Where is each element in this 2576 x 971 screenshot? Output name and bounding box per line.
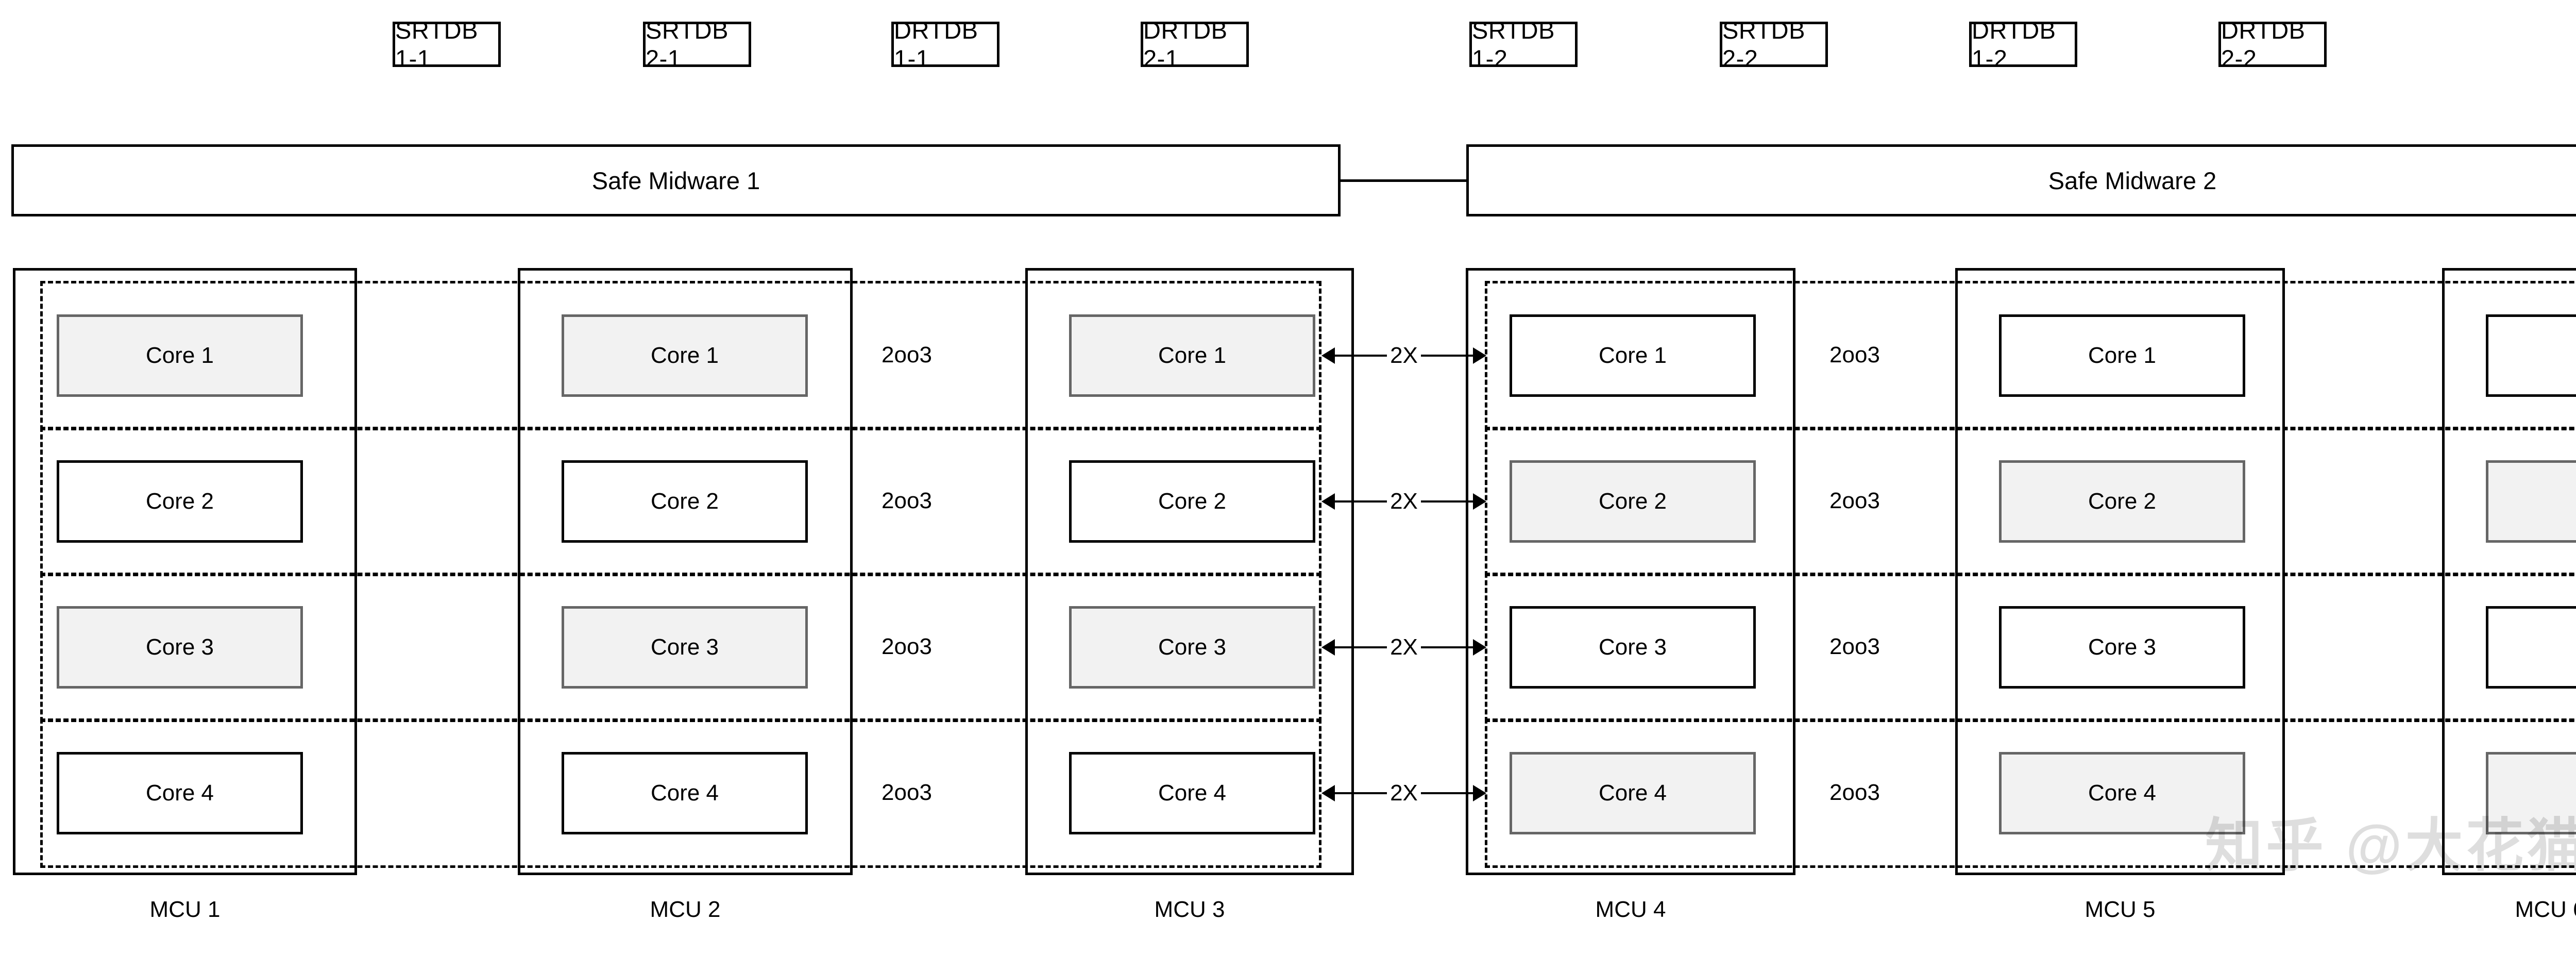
vote-label-2oo3-5: 2oo3: [1829, 342, 1880, 367]
core-box-mcu2-sau2[interactable]: Core 2: [562, 460, 808, 543]
vote-label-2oo3-8: 2oo3: [1829, 780, 1880, 805]
database-box-1[interactable]: SRTDB 1-1: [393, 16, 501, 72]
mcu-label-1: MCU 1: [149, 897, 221, 922]
arrow-head-left: [1321, 785, 1335, 801]
mcu-label-5: MCU 5: [2084, 897, 2156, 922]
vote-label-2oo3-7: 2oo3: [1829, 634, 1880, 659]
vote-label-2oo3-1: 2oo3: [882, 342, 932, 367]
cross-arrow-label: 2X: [1387, 782, 1421, 805]
core-box-mcu5-sau1[interactable]: Core 1: [1999, 314, 2245, 397]
core-box-mcu3-sau3[interactable]: Core 3: [1069, 606, 1315, 689]
mcu-column-5: [1955, 268, 2285, 875]
core-box-mcu1-sau2[interactable]: Core 2: [57, 460, 303, 543]
arrow-head-right: [1473, 639, 1486, 656]
core-box-mcu2-sau3[interactable]: Core 3: [562, 606, 808, 689]
vote-label-2oo3-4: 2oo3: [882, 780, 932, 805]
cross-arrow-label: 2X: [1387, 636, 1421, 659]
cross-arrow-2x-sau4: 2X: [1321, 778, 1486, 809]
core-box-mcu4-sau1[interactable]: Core 1: [1510, 314, 1756, 397]
safe-midware-1[interactable]: Safe Midware 1: [11, 144, 1341, 216]
core-box-mcu2-sau4[interactable]: Core 4: [562, 752, 808, 834]
core-box-mcu4-sau4[interactable]: Core 4: [1510, 752, 1756, 834]
vote-label-2oo3-3: 2oo3: [882, 634, 932, 659]
mcu-column-3: [1025, 268, 1354, 875]
database-box-6[interactable]: SRTDB 2-2: [1720, 16, 1828, 72]
mcu-label-4: MCU 4: [1595, 897, 1666, 922]
core-box-mcu1-sau1[interactable]: Core 1: [57, 314, 303, 397]
core-box-mcu6-sau3[interactable]: Core 3: [2486, 606, 2576, 689]
mcu-label-3: MCU 3: [1154, 897, 1225, 922]
core-box-mcu6-sau4[interactable]: Core 4: [2486, 752, 2576, 834]
database-box-5[interactable]: SRTDB 1-2: [1469, 16, 1578, 72]
arrow-head-left: [1321, 493, 1335, 510]
database-box-8[interactable]: DRTDB 2-2: [2218, 16, 2327, 72]
core-box-mcu2-sau1[interactable]: Core 1: [562, 314, 808, 397]
database-box-7[interactable]: DRTDB 1-2: [1969, 16, 2077, 72]
database-box-2[interactable]: SRTDB 2-1: [643, 16, 751, 72]
vote-label-2oo3-2: 2oo3: [882, 488, 932, 513]
vote-label-2oo3-6: 2oo3: [1829, 488, 1880, 513]
midware-connector-line: [1341, 179, 1466, 182]
core-box-mcu6-sau1[interactable]: Core 1: [2486, 314, 2576, 397]
cross-arrow-2x-sau2: 2X: [1321, 486, 1486, 517]
sau-band-4-left: [40, 718, 1321, 868]
core-box-mcu4-sau3[interactable]: Core 3: [1510, 606, 1756, 689]
mcu-label-2: MCU 2: [650, 897, 721, 922]
core-box-mcu3-sau2[interactable]: Core 2: [1069, 460, 1315, 543]
core-box-mcu5-sau4[interactable]: Core 4: [1999, 752, 2245, 834]
core-box-mcu4-sau2[interactable]: Core 2: [1510, 460, 1756, 543]
arrow-head-right: [1473, 493, 1486, 510]
core-box-mcu1-sau4[interactable]: Core 4: [57, 752, 303, 834]
core-box-mcu1-sau3[interactable]: Core 3: [57, 606, 303, 689]
cross-arrow-label: 2X: [1387, 344, 1421, 367]
cross-arrow-2x-sau1: 2X: [1321, 340, 1486, 371]
mcu-label-6: MCU 6: [2515, 897, 2576, 922]
arrow-head-right: [1473, 785, 1486, 801]
cross-arrow-label: 2X: [1387, 490, 1421, 513]
mcu-column-4: [1466, 268, 1795, 875]
database-box-3[interactable]: DRTDB 1-1: [891, 16, 999, 72]
core-box-mcu5-sau3[interactable]: Core 3: [1999, 606, 2245, 689]
mcu-column-2: [518, 268, 853, 875]
database-box-4[interactable]: DRTDB 2-1: [1141, 16, 1249, 72]
core-box-mcu5-sau2[interactable]: Core 2: [1999, 460, 2245, 543]
arrow-head-left: [1321, 639, 1335, 656]
arrow-head-left: [1321, 347, 1335, 364]
mcu-column-1: [13, 268, 357, 875]
core-box-mcu3-sau1[interactable]: Core 1: [1069, 314, 1315, 397]
arrow-head-right: [1473, 347, 1486, 364]
core-box-mcu6-sau2[interactable]: Core 2: [2486, 460, 2576, 543]
cross-arrow-2x-sau3: 2X: [1321, 632, 1486, 663]
core-box-mcu3-sau4[interactable]: Core 4: [1069, 752, 1315, 834]
safe-midware-2[interactable]: Safe Midware 2: [1466, 144, 2576, 216]
mcu-column-6: [2442, 268, 2576, 875]
